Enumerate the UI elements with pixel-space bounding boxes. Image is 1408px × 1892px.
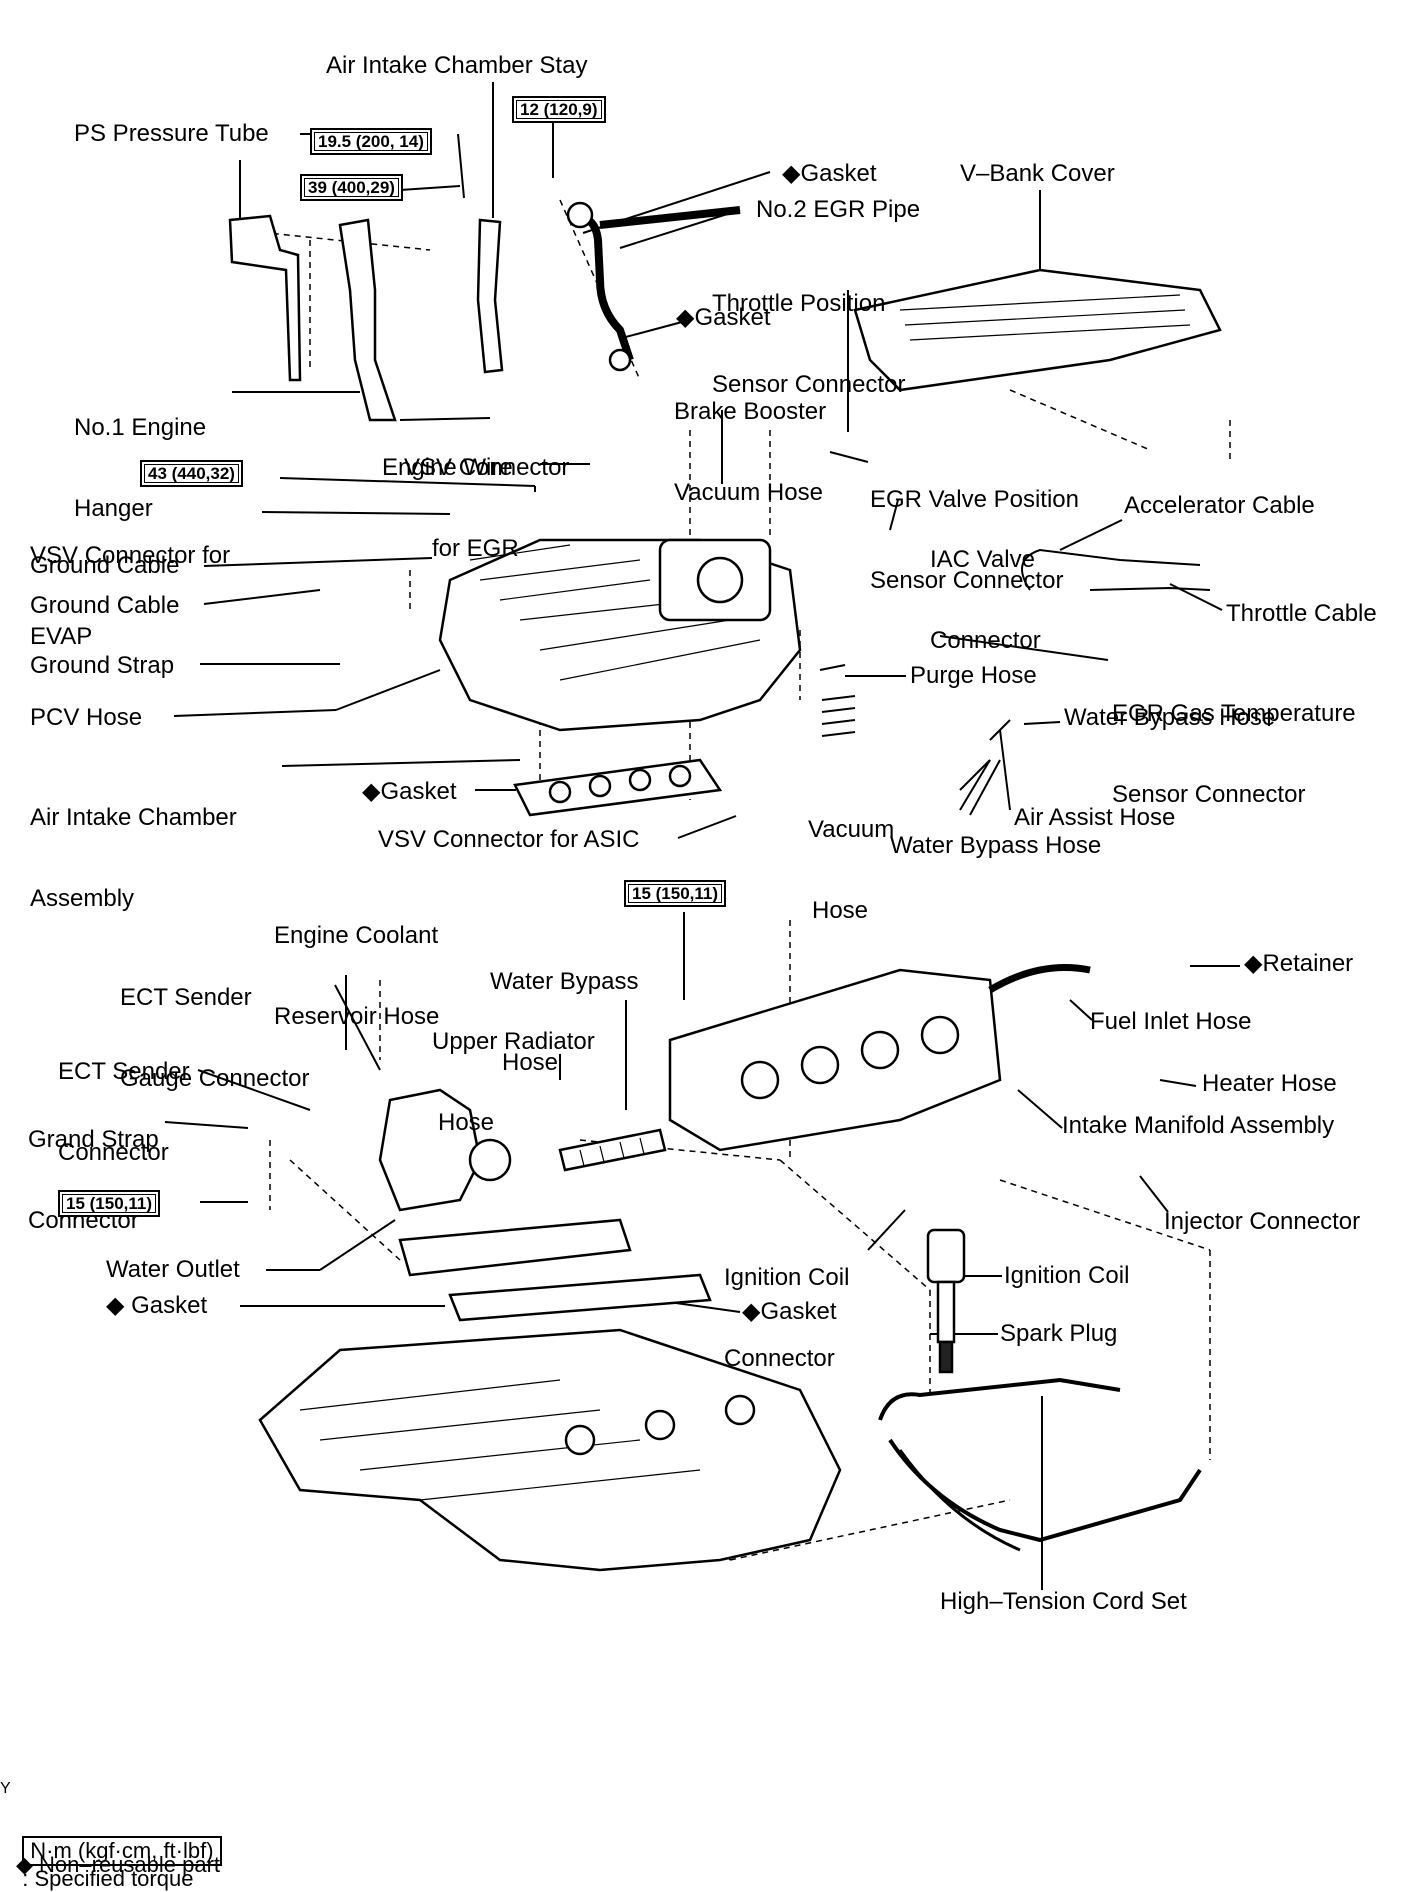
label-air-intake-chamber-assembly: Air Intake Chamber Assembly xyxy=(30,750,237,939)
legend-key-mark: Y xyxy=(0,1780,11,1797)
label-intake-manifold-assembly: Intake Manifold Assembly xyxy=(1062,1112,1335,1139)
label-throttle-position-sensor-connector: Throttle Position Sensor Connector xyxy=(712,236,905,425)
label-vacuum-hose: Vacuum Hose xyxy=(808,762,894,951)
label-egr-gas-temperature-sensor-connector: EGR Gas Temperature Sensor Connector xyxy=(1112,646,1356,835)
label-line: Engine Coolant xyxy=(274,922,439,949)
label-line: Sensor Connector xyxy=(1112,781,1306,808)
label-fuel-inlet-hose: Fuel Inlet Hose xyxy=(1090,1008,1252,1035)
label-line: Vacuum xyxy=(808,816,895,843)
label-pcv-hose: PCV Hose xyxy=(30,704,143,731)
leader-lines xyxy=(164,82,1240,1590)
label-vsv-connector-evap: VSV Connector for EVAP xyxy=(30,488,230,677)
label-grand-strap-connector: Grand Strap Connector xyxy=(28,1072,159,1261)
label-injector-connector: Injector Connector xyxy=(1164,1208,1361,1235)
torque-spec-4: 43 (440,32) xyxy=(140,460,243,487)
label-gasket-5: ◆Gasket xyxy=(742,1298,837,1325)
label-no1-engine-hanger: No.1 Engine Hanger xyxy=(74,360,206,549)
label-brake-booster-vacuum-hose: Brake Booster Vacuum Hose xyxy=(674,344,826,533)
label-line: No.1 Engine xyxy=(74,414,207,441)
label-line: Water Bypass xyxy=(490,968,639,995)
label-line: Hanger xyxy=(74,495,153,522)
label-line: EGR Gas Temperature xyxy=(1112,700,1356,727)
label-line: ECT Sender xyxy=(120,984,252,1011)
label-line: for EGR xyxy=(432,535,519,562)
legend-torque-unit: N·m (kgf·cm, ft·lbf) xyxy=(22,1836,222,1866)
label-gasket-1: ◆Gasket xyxy=(782,160,877,187)
torque-spec-2: 12 (120,9) xyxy=(512,96,606,123)
label-heater-hose: Heater Hose xyxy=(1202,1070,1337,1097)
label-ps-pressure-tube: PS Pressure Tube xyxy=(74,120,269,147)
label-gasket-2: ◆Gasket xyxy=(676,304,771,331)
label-ground-cable-1: Ground Cable xyxy=(30,552,180,579)
label-ect-sender-gauge-connector: ECT Sender Gauge Connector xyxy=(120,930,309,1119)
label-water-bypass-hose-2: Water Bypass Hose xyxy=(890,832,1102,859)
label-gasket-4: ◆ Gasket xyxy=(106,1292,208,1319)
label-line: VSV Connector xyxy=(404,454,570,481)
label-v-bank-cover: V–Bank Cover xyxy=(960,160,1115,187)
label-no2-egr-pipe: No.2 EGR Pipe xyxy=(756,196,921,223)
label-line: Sensor Connector xyxy=(870,567,1064,594)
label-line: Grand Strap xyxy=(28,1126,159,1153)
label-egr-valve-position-sensor-connector: EGR Valve Position Sensor Connector xyxy=(870,432,1079,621)
label-vsv-connector-egr: VSV Connector for EGR xyxy=(404,400,569,589)
legend-torque-desc: : Specified torque xyxy=(22,1866,194,1891)
label-line: Gauge Connector xyxy=(120,1065,310,1092)
label-engine-wire: Engine Wire xyxy=(382,454,513,481)
label-ignition-coil-connector: Ignition Coil Connector xyxy=(724,1210,849,1399)
label-line: Assembly xyxy=(30,885,135,912)
label-vsv-connector-asic: VSV Connector for ASIC xyxy=(378,826,640,853)
label-purge-hose: Purge Hose xyxy=(910,662,1037,689)
torque-spec-6: 15 (150,11) xyxy=(58,1190,161,1217)
label-iac-valve-connector: IAC Valve Connector xyxy=(930,492,1041,681)
label-line: Hose xyxy=(502,1049,559,1076)
label-line: Upper Radiator xyxy=(432,1028,595,1055)
label-ground-strap: Ground Strap xyxy=(30,652,175,679)
label-throttle-cable: Throttle Cable xyxy=(1226,600,1377,627)
label-air-intake-chamber-stay: Air Intake Chamber Stay xyxy=(326,52,588,79)
label-line: Sensor Connector xyxy=(712,371,906,398)
label-ground-cable-2: Ground Cable xyxy=(30,592,180,619)
label-retainer: ◆Retainer xyxy=(1244,950,1354,977)
label-gasket-3: ◆Gasket xyxy=(362,778,457,805)
label-line: Ignition Coil xyxy=(724,1264,850,1291)
label-line: IAC Valve xyxy=(930,546,1035,573)
label-line: Reservoir Hose xyxy=(274,1003,440,1030)
label-line: Throttle Position xyxy=(712,290,886,317)
torque-spec-3: 39 (400,29) xyxy=(300,174,403,201)
label-line: EGR Valve Position xyxy=(870,486,1079,513)
label-ignition-coil: Ignition Coil xyxy=(1004,1262,1130,1289)
legend-torque: N·m (kgf·cm, ft·lbf) : Specified torque xyxy=(10,1810,222,1892)
label-ect-sender-connector: ECT Sender Connector xyxy=(58,1004,190,1193)
part-sketches xyxy=(228,201,1222,1572)
label-engine-coolant-reservoir-hose: Engine Coolant Reservoir Hose xyxy=(274,868,439,1057)
label-line: EVAP xyxy=(30,623,93,650)
label-line: Hose xyxy=(438,1109,495,1136)
label-line: Connector xyxy=(930,627,1041,654)
label-water-bypass-hose-1: Water Bypass Hose xyxy=(1064,704,1276,731)
torque-spec-1: 19.5 (200, 14) xyxy=(310,128,432,155)
label-line: Air Intake Chamber xyxy=(30,804,237,831)
label-line: VSV Connector for xyxy=(30,542,231,569)
legend-non-reusable: ◆ Non–reusable part xyxy=(16,1852,221,1877)
label-upper-radiator-hose: Upper Radiator Hose xyxy=(432,974,595,1163)
label-accelerator-cable: Accelerator Cable xyxy=(1124,492,1315,519)
label-line: Connector xyxy=(724,1345,835,1372)
label-spark-plug: Spark Plug xyxy=(1000,1320,1118,1347)
torque-spec-5: 15 (150,11) xyxy=(624,880,727,907)
label-line: Brake Booster xyxy=(674,398,827,425)
label-line: Vacuum Hose xyxy=(674,479,823,506)
label-air-assist-hose: Air Assist Hose xyxy=(1014,804,1176,831)
label-line: Connector xyxy=(58,1139,169,1166)
label-line: ECT Sender xyxy=(58,1058,190,1085)
label-water-outlet: Water Outlet xyxy=(106,1256,240,1283)
label-high-tension-cord-set: High–Tension Cord Set xyxy=(940,1588,1187,1615)
label-line: Hose xyxy=(812,897,869,924)
label-water-bypass-hose-3: Water Bypass Hose xyxy=(490,914,639,1103)
